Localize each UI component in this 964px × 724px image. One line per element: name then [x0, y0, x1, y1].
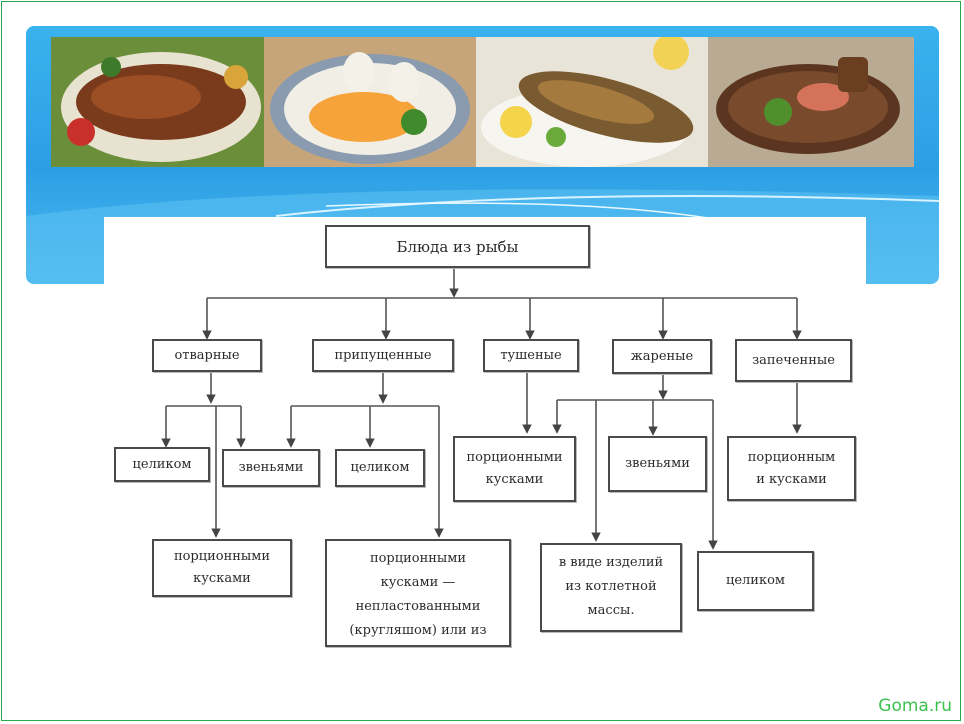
- category-stewed: тушеные: [483, 339, 579, 372]
- leaf-fried-links: звеньями: [608, 436, 707, 492]
- leaf-stewed-portions-line-1: порционными: [466, 450, 563, 465]
- leaf-boiled-portions-line-2: кусками: [193, 571, 251, 586]
- leaf-boiled-whole-label: целиком: [132, 456, 192, 472]
- leaf-baked-portions-line-1: порционным: [747, 449, 836, 465]
- leaf-fried-cutlet-line-1: в виде изделий: [558, 555, 664, 570]
- photo-fish-plate: [708, 37, 914, 167]
- category-fried: жареные: [612, 339, 712, 374]
- category-poached: припущенные: [312, 339, 454, 372]
- site-credit: Goma.ru: [878, 696, 952, 716]
- photo-baked-whole-fish: [476, 37, 708, 167]
- leaf-boiled-links: звеньями: [222, 449, 320, 487]
- leaf-boiled-links-label: звеньями: [238, 460, 304, 475]
- leaf-poached-portions-line-4: (кругляшом) или из: [349, 623, 487, 638]
- leaf-poached-whole: целиком: [335, 449, 425, 487]
- leaf-poached-whole-label: целиком: [350, 460, 410, 475]
- category-stewed-label: тушеные: [500, 347, 562, 363]
- leaf-fried-whole-label: целиком: [725, 573, 786, 588]
- category-baked: запеченные: [735, 339, 852, 382]
- leaf-fried-cutlet: в виде изделий из котлетной массы.: [540, 543, 682, 632]
- root-label: Блюда из рыбы: [396, 237, 519, 256]
- leaf-fried-links-label: звеньями: [625, 456, 690, 471]
- root-node: Блюда из рыбы: [325, 225, 590, 268]
- leaf-poached-portions: порционными кусками — неплaстованными (к…: [325, 539, 511, 647]
- category-baked-label: запеченные: [752, 352, 835, 368]
- leaf-fried-whole: целиком: [697, 551, 814, 611]
- leaf-fried-cutlet-line-2: из котлетной: [565, 579, 657, 594]
- leaf-boiled-portions: порционными кусками: [152, 539, 292, 597]
- category-poached-label: припущенные: [334, 347, 432, 363]
- leaf-boiled-portions-line-1: порционными: [173, 549, 271, 564]
- category-fried-label: жареные: [630, 348, 694, 364]
- leaf-stewed-portions-line-2: кусками: [485, 472, 544, 487]
- leaf-baked-portions: порционным и кусками: [727, 436, 856, 501]
- leaf-stewed-portions: порционными кусками: [453, 436, 576, 502]
- category-boiled-label: отварные: [174, 347, 240, 363]
- photo-poached-fish: [264, 37, 476, 167]
- leaf-poached-portions-line-3: неплaстованными: [355, 599, 481, 614]
- leaf-poached-portions-line-2: кусками —: [380, 575, 456, 590]
- photo-grilled-fish: [51, 37, 264, 167]
- leaf-baked-portions-line-2: и кусками: [756, 471, 827, 487]
- category-boiled: отварные: [152, 339, 262, 372]
- leaf-boiled-whole: целиком: [114, 447, 210, 482]
- leaf-poached-portions-line-1: порционными: [369, 551, 467, 566]
- leaf-fried-cutlet-line-3: массы.: [587, 603, 635, 618]
